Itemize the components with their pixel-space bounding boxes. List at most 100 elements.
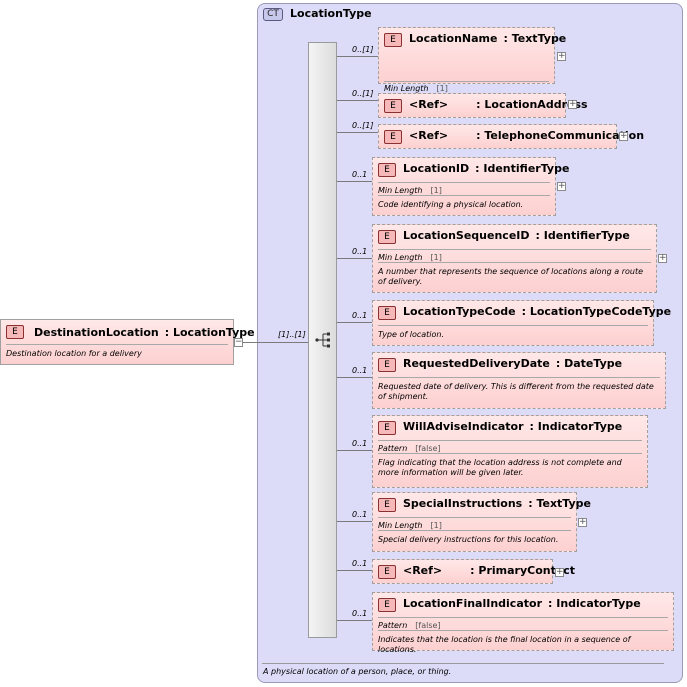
facet-name: Pattern — [378, 444, 408, 453]
ref-marker: <Ref> — [409, 98, 449, 111]
element-divider — [378, 182, 550, 183]
element-divider — [378, 617, 668, 618]
element-divider — [378, 325, 648, 326]
element-doc: Indicates that the location is the final… — [378, 635, 631, 654]
element-badge: E — [384, 130, 402, 144]
child-element-title: LocationID: IdentifierType — [403, 162, 569, 175]
complex-type-doc: A physical location of a person, place, … — [263, 667, 452, 676]
sequence-icon — [315, 332, 330, 348]
expand-toggle[interactable]: + — [557, 181, 566, 191]
element-doc: Requested date of delivery. This is diff… — [378, 382, 654, 401]
element-divider — [378, 249, 651, 250]
element-badge: E — [378, 358, 396, 372]
child-cardinality: 0..1 — [352, 559, 368, 568]
facet: Pattern[false] — [378, 621, 441, 630]
ref-marker: <Ref> — [403, 564, 443, 577]
child-element-title: <Ref>: PrimaryContact — [403, 564, 575, 577]
child-cardinality: 0..1 — [352, 510, 368, 519]
child-element-type: : IdentifierType — [535, 229, 630, 242]
child-element-title: LocationName: TextType — [409, 32, 566, 45]
child-cardinality: 0..1 — [352, 170, 368, 179]
expand-toggle[interactable]: + — [578, 517, 587, 527]
child-connector — [337, 100, 378, 101]
facet-name: Min Length — [378, 253, 423, 262]
facet: Min Length[1] — [378, 521, 442, 530]
element-doc: Flag indicating that the location addres… — [378, 458, 622, 477]
child-element-name: SpecialInstructions — [403, 497, 523, 510]
child-element-type: : LocationTypeCodeType — [521, 305, 672, 318]
facet-value: [1] — [430, 253, 442, 262]
child-cardinality: 0..[1] — [352, 121, 374, 130]
expand-toggle[interactable]: + — [555, 567, 564, 577]
child-element-name: LocationName — [409, 32, 498, 45]
element-badge: E — [378, 421, 396, 435]
child-connector — [337, 570, 372, 571]
element-badge: E — [384, 99, 402, 113]
root-element[interactable]: E DestinationLocation: LocationType Dest… — [0, 319, 255, 365]
child-element-title: RequestedDeliveryDate: DateType — [403, 357, 622, 370]
root-element-divider — [6, 344, 228, 345]
sequence-compositor[interactable] — [308, 42, 337, 638]
element-doc: Type of location. — [378, 330, 445, 339]
child-cardinality: 0..1 — [352, 247, 368, 256]
child-connector — [337, 521, 372, 522]
child-element-name: LocationSequenceID — [403, 229, 530, 242]
facet: Min Length[1] — [378, 186, 442, 195]
expand-toggle[interactable]: + — [557, 51, 566, 61]
child-connector — [337, 450, 372, 451]
element-doc: A number that represents the sequence of… — [378, 267, 644, 286]
child-element-title: SpecialInstructions: TextType — [403, 497, 591, 510]
element-divider — [384, 81, 549, 82]
element-divider — [378, 195, 550, 196]
child-cardinality: 0..[1] — [352, 45, 374, 54]
facet: Pattern [false] — [378, 444, 441, 453]
child-connector — [337, 258, 372, 259]
child-element-name: LocationTypeCode — [403, 305, 516, 318]
child-connector — [337, 132, 378, 133]
child-element-type: : LocationAddress — [476, 98, 588, 111]
element-badge: E — [384, 33, 402, 47]
child-cardinality: 0..[1] — [352, 89, 374, 98]
child-element-type: : IndicatorType — [529, 420, 623, 433]
child-connector — [337, 181, 372, 182]
element-badge: E — [378, 565, 396, 579]
element-badge: E — [378, 598, 396, 612]
facet-value: [1] — [430, 186, 442, 195]
element-badge: E — [378, 498, 396, 512]
child-connector — [337, 377, 372, 378]
child-element[interactable]: E <Ref>: PrimaryContact — [372, 559, 575, 584]
child-cardinality: 0..1 — [352, 609, 368, 618]
child-element[interactable]: E <Ref> : LocationAddress — [378, 93, 588, 118]
element-divider — [378, 262, 651, 263]
facet: Min Length [1] — [378, 253, 442, 262]
expand-toggle[interactable]: + — [619, 131, 628, 141]
element-divider — [378, 377, 660, 378]
element-badge: E — [378, 230, 396, 244]
child-element-title: LocationFinalIndicator : IndicatorType — [403, 597, 641, 610]
expand-toggle[interactable]: + — [658, 253, 667, 263]
complex-type-badge: CT — [263, 8, 283, 21]
root-cardinality: [1]..[1] — [278, 330, 306, 339]
child-element[interactable]: E<Ref>: TelephoneCommunication — [378, 124, 644, 149]
root-collapse-toggle[interactable]: − — [234, 337, 243, 347]
expand-toggle[interactable]: + — [568, 99, 577, 109]
child-element-name: LocationFinalIndicator — [403, 597, 542, 610]
child-element-type: : IndicatorType — [548, 597, 641, 610]
element-divider — [378, 630, 668, 631]
element-divider — [378, 517, 571, 518]
child-element-type: : IdentifierType — [475, 162, 570, 175]
child-element-title: LocationSequenceID : IdentifierType — [403, 229, 630, 242]
child-element-type: : TelephoneCommunication — [476, 129, 645, 142]
element-doc: Special delivery instructions for this l… — [378, 535, 559, 544]
element-divider — [378, 530, 571, 531]
child-element-name: WillAdviseIndicator — [403, 420, 524, 433]
facet-value: [false] — [415, 444, 441, 453]
